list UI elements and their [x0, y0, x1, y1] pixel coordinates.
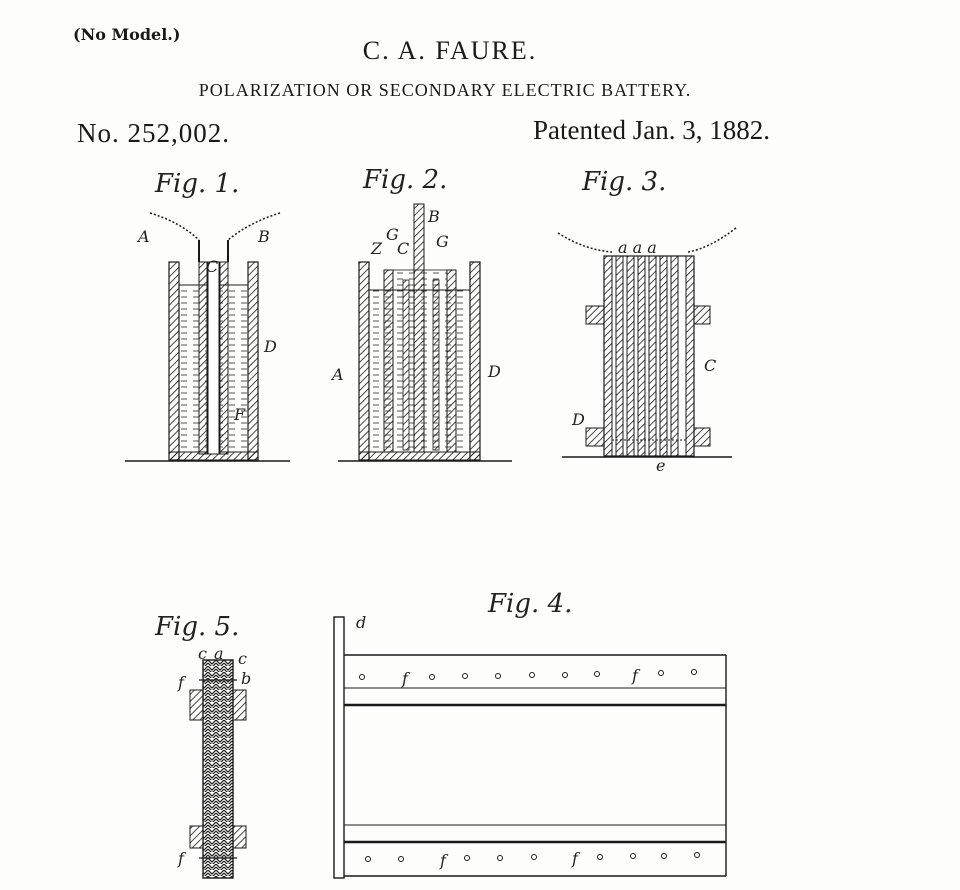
fig5-ref-b: b — [241, 669, 251, 688]
figure-5: Fig. 5. c a c b f f — [154, 612, 251, 879]
fig2-ref-B: B — [427, 207, 440, 226]
fig1-ref-A: A — [136, 227, 150, 246]
fig1-label: Fig. 1. — [154, 169, 239, 199]
model-note: (No Model.) — [73, 25, 181, 44]
figure-4: Fig. 4. d — [333, 589, 727, 879]
fig4-ref-f2: f — [631, 666, 641, 685]
fig4-ref-d: d — [356, 613, 366, 632]
patent-title: POLARIZATION OR SECONDARY ELECTRIC BATTE… — [198, 80, 692, 100]
fig1-ref-B: B — [257, 227, 270, 246]
fig5-ref-f1: f — [177, 673, 187, 692]
fig2-label: Fig. 2. — [362, 165, 447, 195]
fig2-ref-A: A — [330, 365, 344, 384]
fig5-ref-c2: c — [238, 649, 247, 668]
fig5-ref-a: a — [214, 644, 224, 663]
figure-1: Fig. 1. A B C D F — [125, 169, 290, 462]
inventor-name: C. A. FAURE. — [362, 36, 538, 65]
fig3-label: Fig. 3. — [581, 167, 666, 197]
fig1-ref-D: D — [263, 337, 277, 356]
fig2-ref-C: C — [397, 239, 409, 258]
fig5-ref-f2: f — [177, 849, 187, 868]
patent-number: No. 252,002. — [77, 118, 230, 148]
fig4-ref-f1: f — [401, 669, 411, 688]
fig3-ref-e: e — [656, 456, 665, 475]
fig3-ref-D: D — [571, 410, 585, 429]
fig4-ref-f4: f — [571, 849, 581, 868]
fig1-ref-F: F — [233, 405, 246, 424]
fig1-ref-C: C — [206, 257, 218, 276]
fig2-ref-D: D — [487, 362, 501, 381]
fig3-ref-C: C — [704, 356, 716, 375]
fig3-ref-a: a a a — [618, 238, 657, 257]
fig4-ref-f3: f — [439, 851, 449, 870]
figure-2: Fig. 2. B G Z C G A D — [330, 165, 512, 462]
fig4-label: Fig. 4. — [487, 589, 572, 619]
patent-date: Patented Jan. 3, 1882. — [533, 115, 770, 145]
figure-3: Fig. 3. a a a C D e — [557, 167, 737, 475]
fig2-ref-Z: Z — [370, 239, 383, 258]
fig5-ref-c1: c — [198, 644, 207, 663]
fig2-ref-G2: G — [436, 232, 449, 251]
fig2-ref-G1: G — [386, 225, 399, 244]
fig5-label: Fig. 5. — [154, 612, 239, 642]
